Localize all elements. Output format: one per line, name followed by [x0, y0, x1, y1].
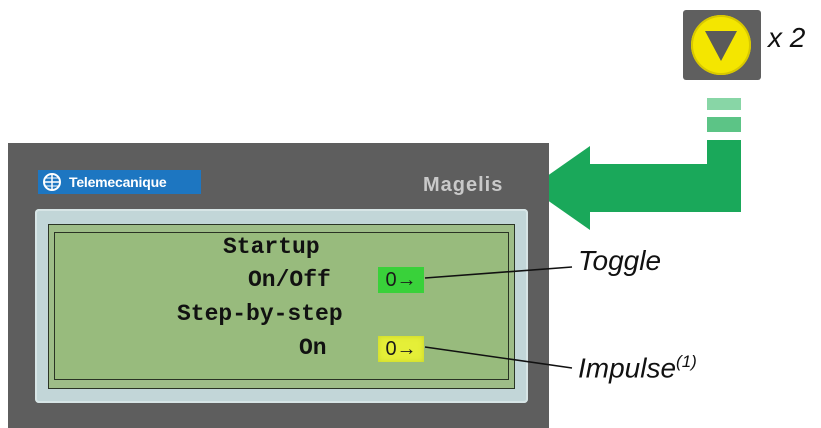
toggle-callout: Toggle	[578, 245, 662, 276]
lcd-line-onoff: On/Off	[248, 267, 331, 293]
screen-bezel: Startup On/Off 0→ Step-by-step On 0→	[35, 209, 528, 403]
press-count-label: x 2	[768, 22, 806, 53]
down-key-button[interactable]	[683, 10, 761, 80]
down-triangle-icon	[705, 31, 737, 61]
impulse-callout: Impulse(1)	[578, 352, 697, 384]
lcd-line-step-by-step: Step-by-step	[177, 301, 343, 327]
impulse-callout-label: Impulse	[578, 352, 677, 384]
telemecanique-logo: Telemecanique	[38, 170, 201, 194]
impulse-key[interactable]: 0→	[378, 336, 424, 362]
brand-name: Telemecanique	[69, 174, 167, 190]
impulse-leader-line	[424, 346, 573, 369]
magelis-terminal: Telemecanique Magelis Startup On/Off 0→ …	[8, 143, 549, 428]
globe-icon	[43, 173, 61, 191]
lcd-line-on: On	[299, 335, 327, 361]
model-name: Magelis	[423, 174, 504, 196]
down-key-circle	[691, 15, 751, 75]
toggle-leader-line	[424, 266, 573, 279]
impulse-footnote-mark: (1)	[676, 352, 697, 371]
lcd-display: Startup On/Off 0→ Step-by-step On 0→	[54, 232, 509, 380]
lcd-line-startup: Startup	[223, 234, 320, 260]
toggle-key[interactable]: 0→	[378, 267, 424, 293]
lcd-frame: Startup On/Off 0→ Step-by-step On 0→	[48, 224, 515, 389]
